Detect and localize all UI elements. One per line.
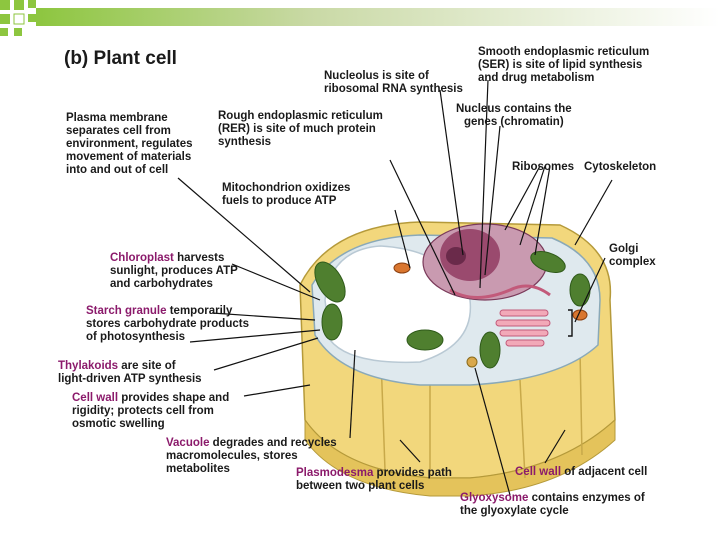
label-cell-wall-adjacent: Cell wall of adjacent cell [515, 466, 648, 478]
label-rough-er: Rough endoplasmic reticulum(RER) is site… [218, 110, 383, 148]
label-cytoskeleton: Cytoskeleton [584, 161, 657, 173]
label-starch-granule: Starch granule temporarily stores carboh… [86, 305, 249, 343]
label-chloroplast: Chloroplast harvests sunlight, produces … [110, 252, 238, 290]
label-ribosomes: Ribosomes [512, 161, 574, 173]
corner-squares-graphic [0, 0, 720, 36]
label-vacuole: Vacuole degrades and recycles macromolec… [166, 437, 337, 475]
figure-title: (b) Plant cell [64, 48, 177, 69]
label-thylakoids: Thylakoids are site of light-driven ATP … [58, 360, 202, 385]
label-cell-wall: Cell wall provides shape and rigidity; p… [72, 392, 230, 430]
label-glyoxysome: Glyoxysome contains enzymes of the glyox… [460, 492, 645, 517]
nucleus-shape [422, 223, 548, 301]
label-plasmodesma: Plasmodesma provides path between two pl… [296, 467, 452, 492]
leader-lines [177, 79, 613, 496]
golgi-shape [495, 309, 551, 347]
label-smooth-er: Smooth endoplasmic reticulum(SER) is sit… [478, 46, 650, 84]
chloroplast-shapes [314, 251, 591, 369]
slide-corner-decoration [0, 0, 720, 40]
